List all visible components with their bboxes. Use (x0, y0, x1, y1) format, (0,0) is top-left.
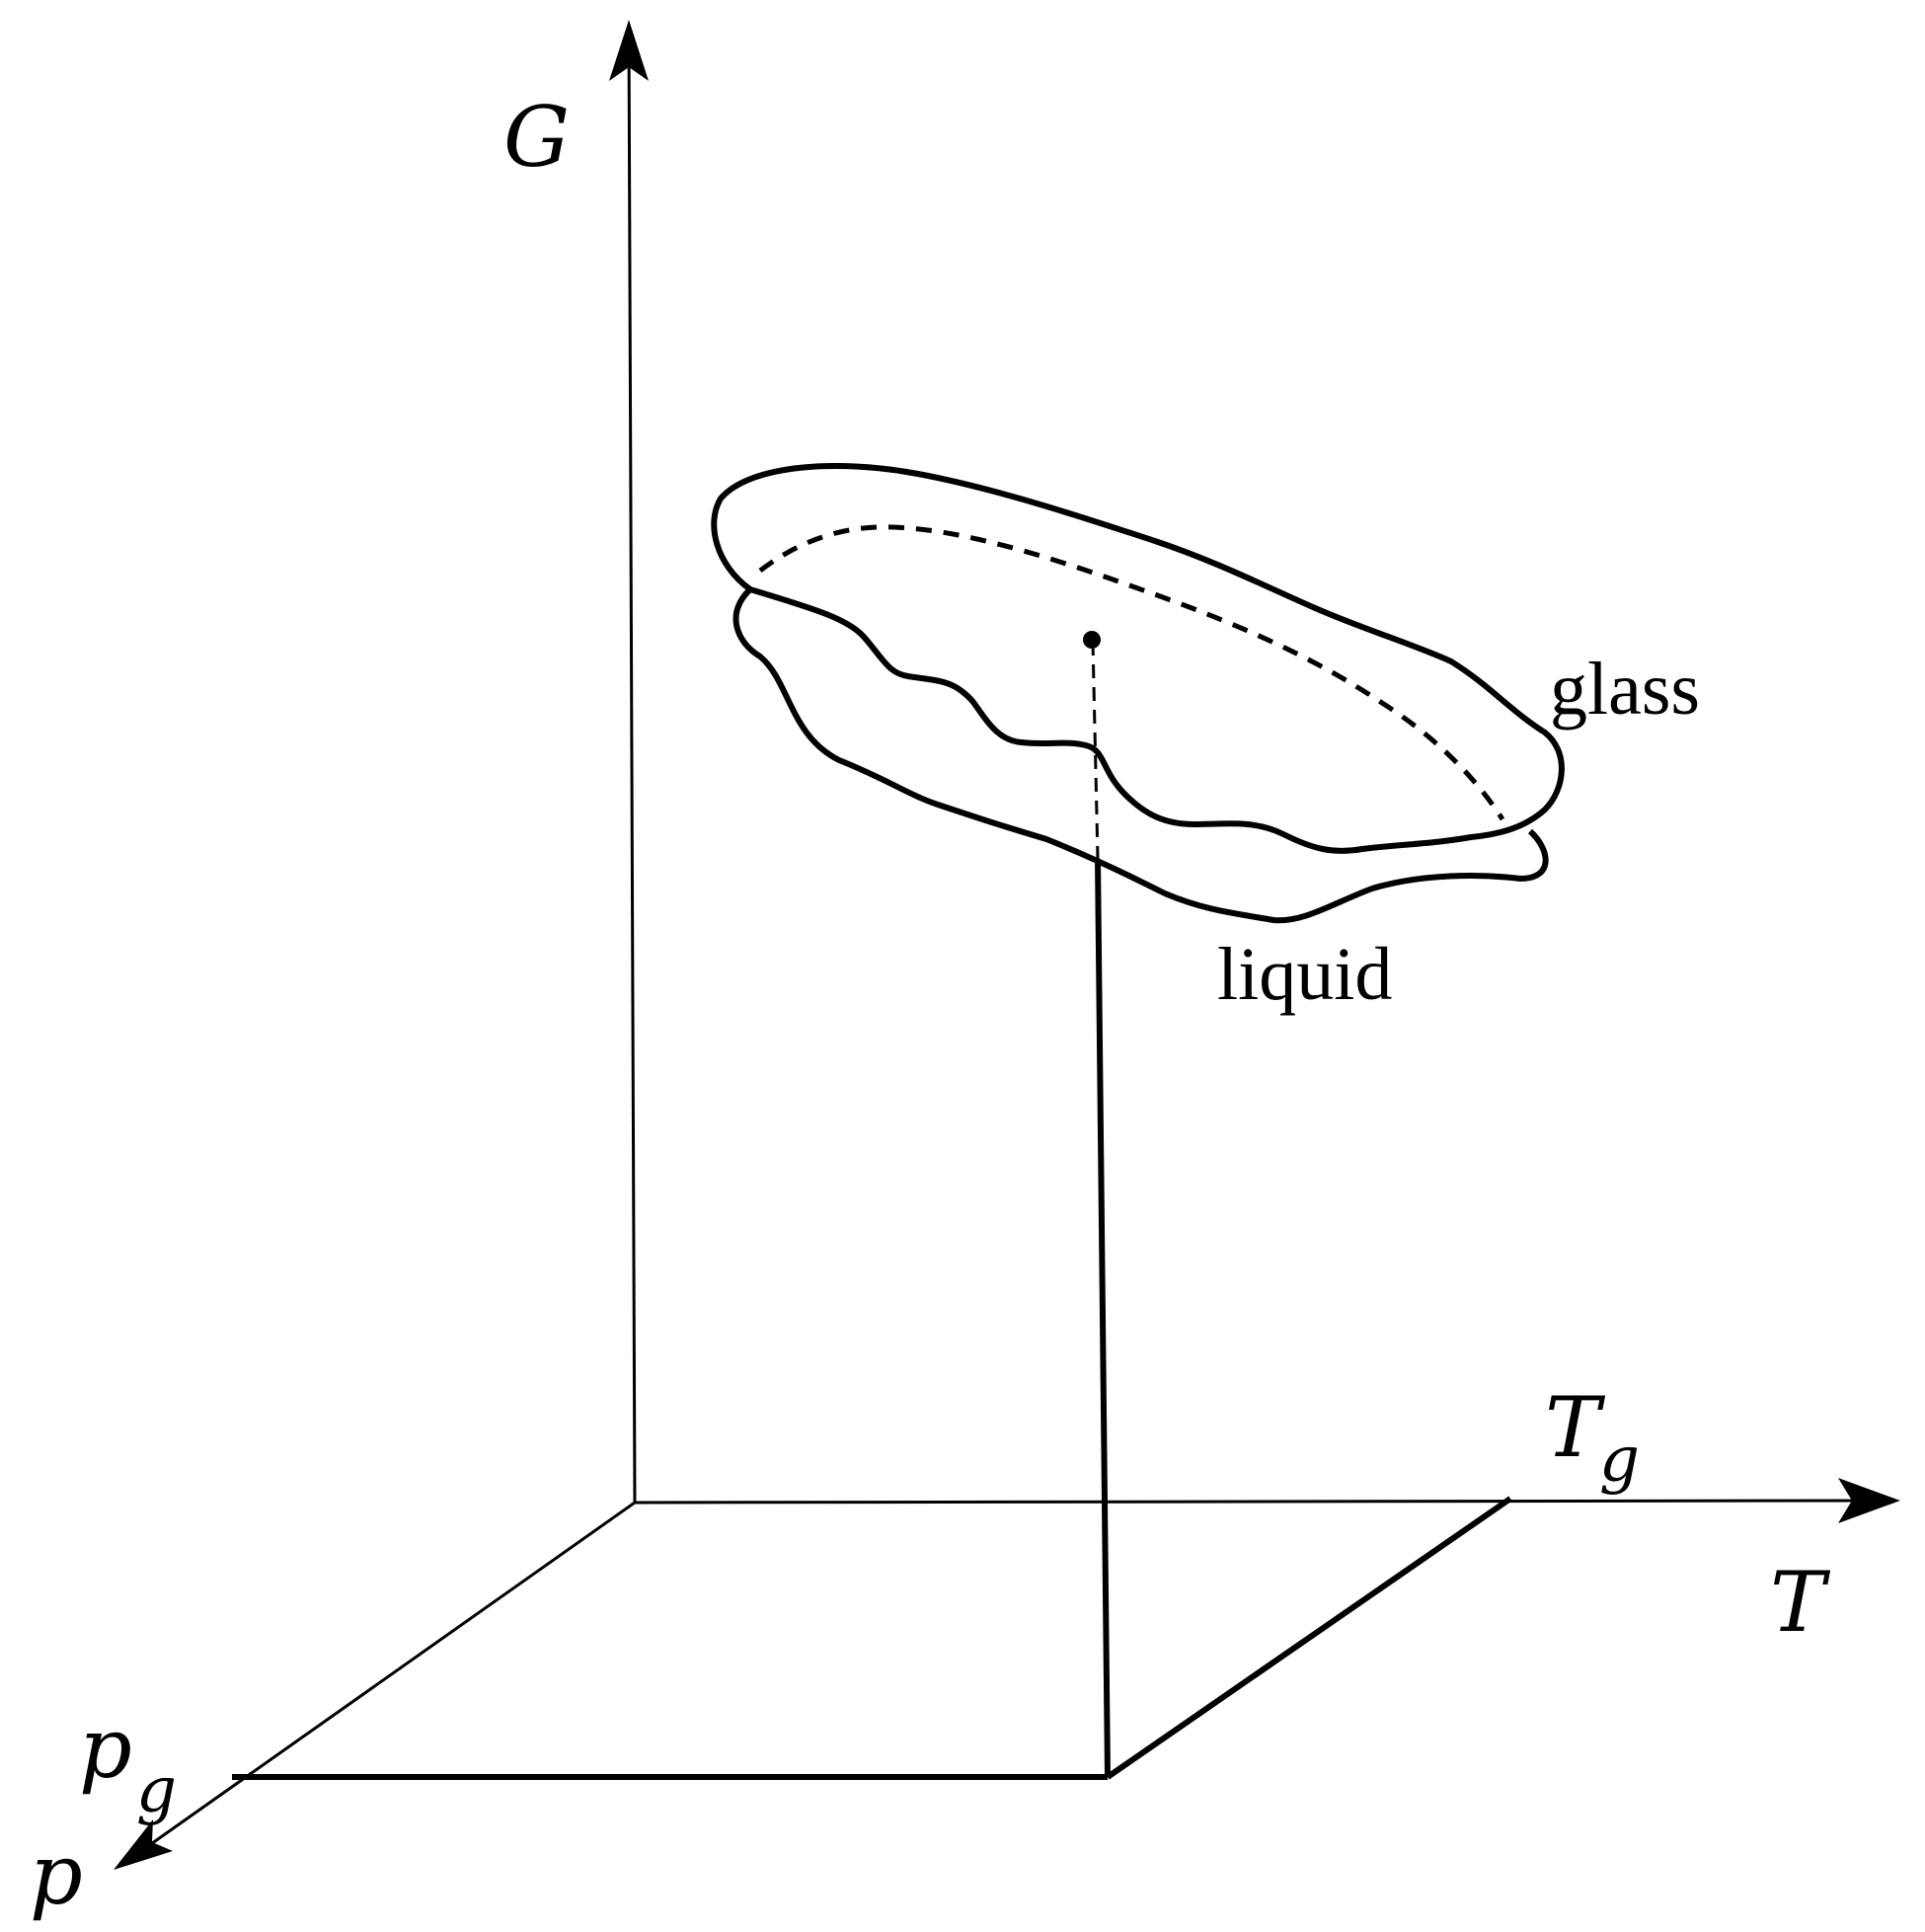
projection-line-solid (1095, 858, 1111, 1778)
p-axis-arrowhead (114, 1819, 173, 1870)
pg-marker-label: p g (79, 1700, 177, 1827)
glass-label: glass (1550, 648, 1700, 731)
tg-line (1106, 1496, 1512, 1780)
g-axis-label: G (503, 89, 570, 186)
t-axis-label: T (1770, 1554, 1831, 1651)
g-axis (627, 27, 637, 1504)
liquid-label: liquid (1217, 933, 1392, 1016)
glass-surface (711, 463, 1565, 854)
p-axis-label: p (30, 1826, 83, 1923)
t-axis-arrowhead (1838, 1478, 1900, 1523)
state-point (1083, 631, 1101, 649)
g-axis-arrowhead (609, 20, 649, 81)
glass-dashed-contour (758, 524, 1505, 821)
p-axis (147, 1501, 636, 1848)
t-axis (634, 1499, 1872, 1505)
liquid-surface (732, 586, 1549, 924)
tg-marker-label: T g (1545, 1379, 1640, 1497)
projection-line-dashed (1091, 641, 1100, 860)
